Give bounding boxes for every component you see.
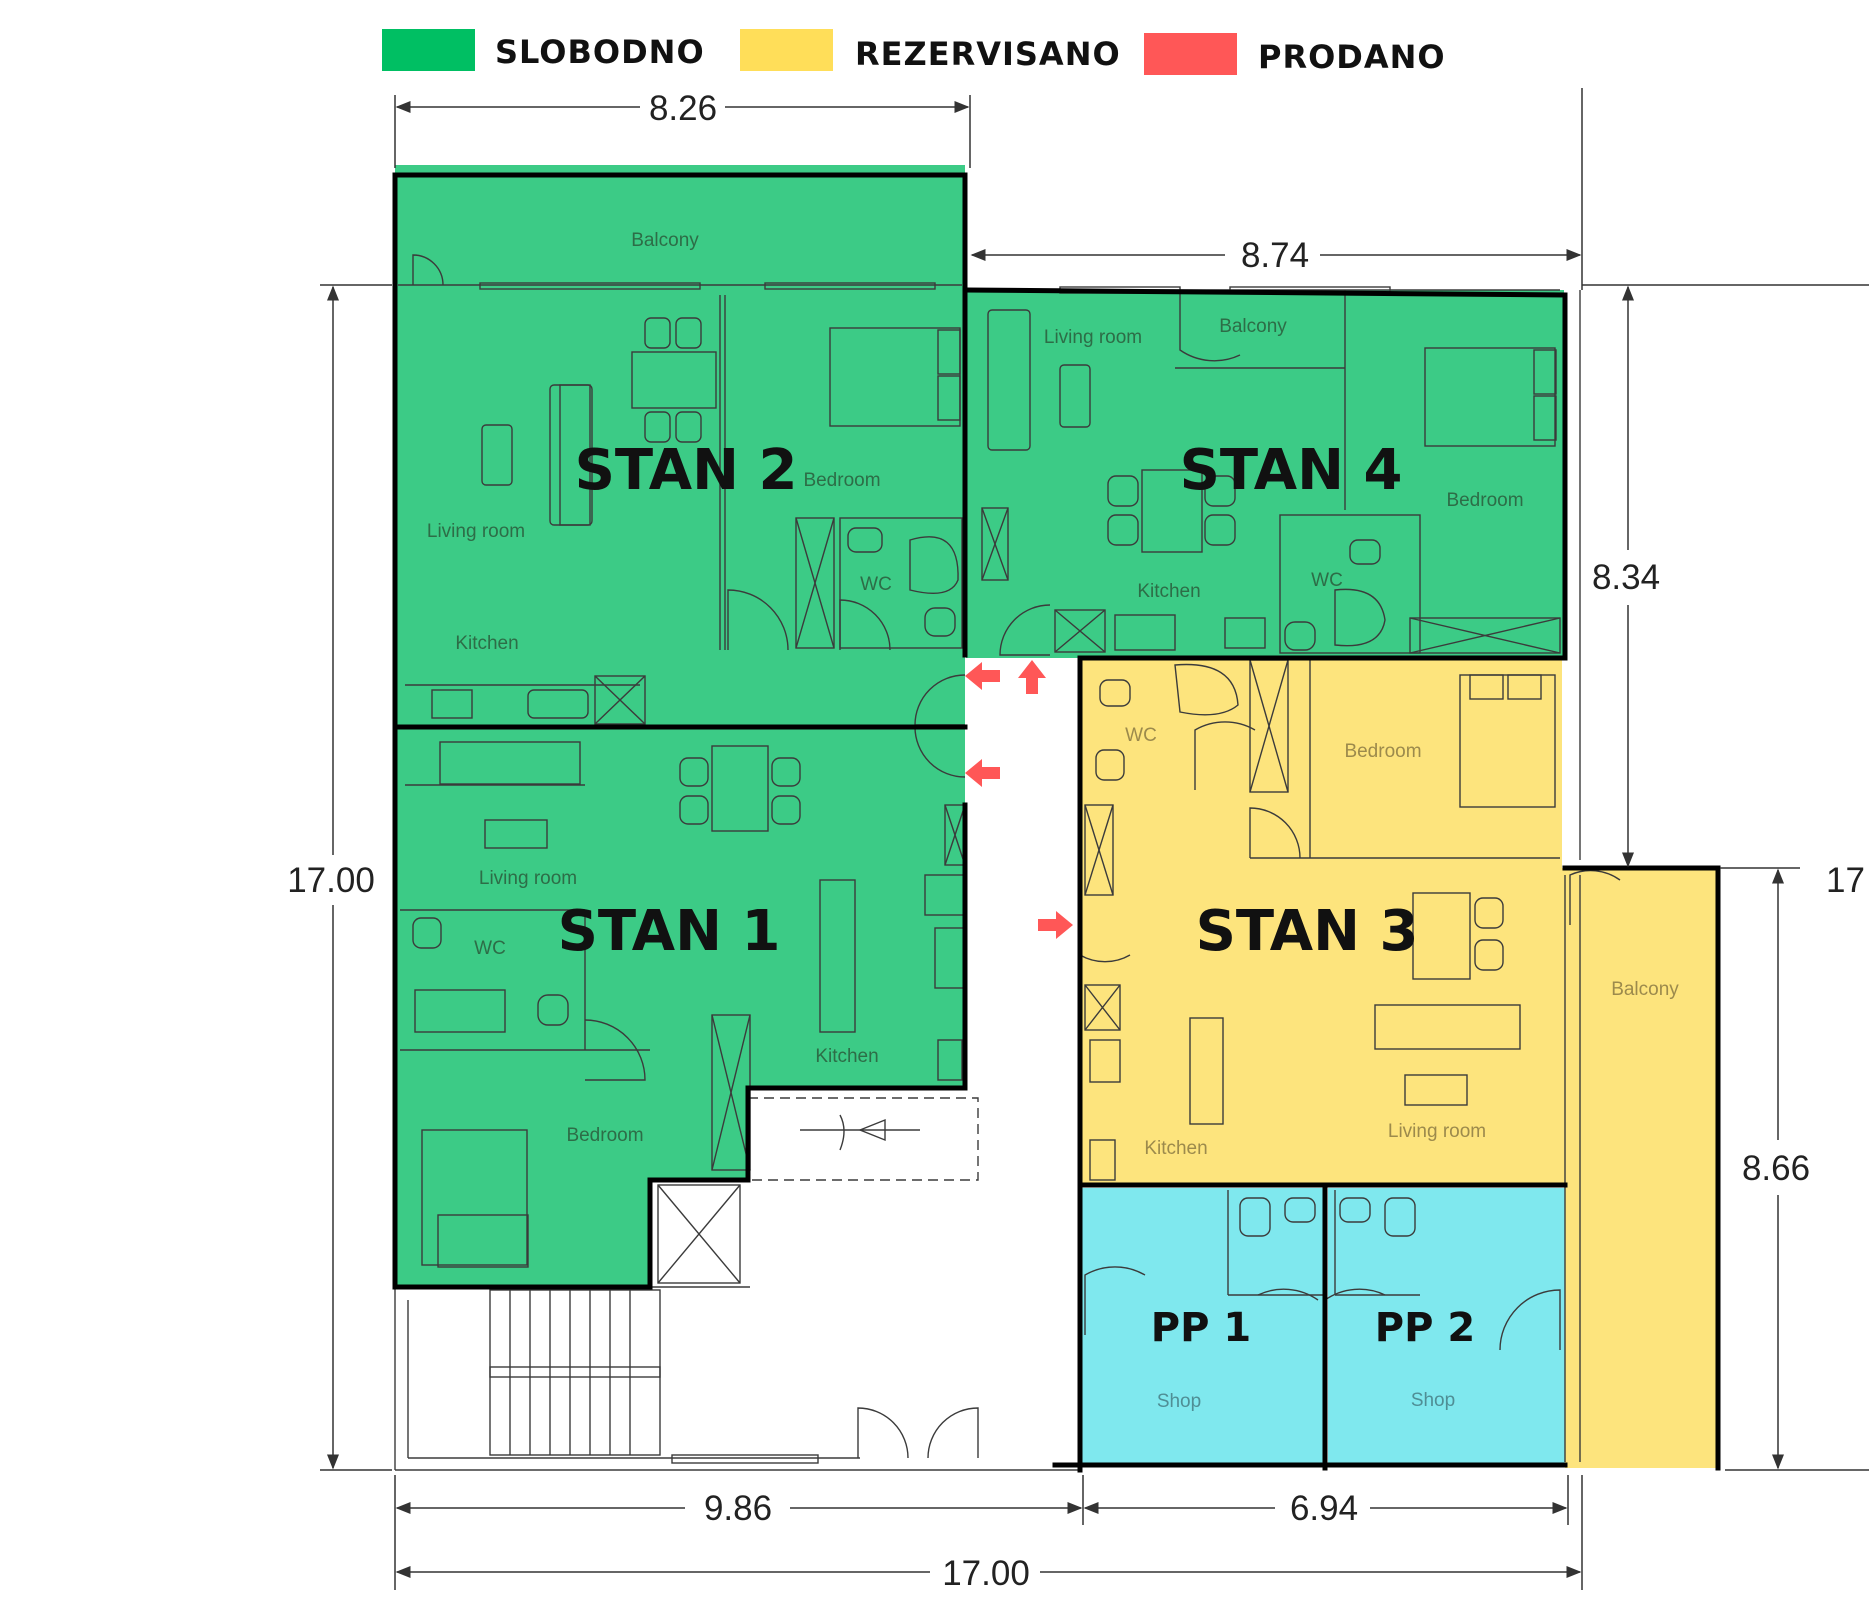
room-label-stan2-wc: WC: [860, 574, 892, 595]
pp1-area[interactable]: [1080, 1188, 1323, 1466]
room-label-stan3-wc: WC: [1125, 725, 1157, 746]
dim-bottom-right-width: 6.94: [1290, 1489, 1358, 1528]
room-label-stan4-balcony: Balcony: [1219, 316, 1287, 337]
stan4-area[interactable]: [966, 290, 1564, 658]
dimension-lines: [320, 88, 1869, 1590]
room-label-stan2-balcony: Balcony: [631, 230, 699, 251]
dim-left-height: 17.00: [287, 861, 375, 900]
room-labels: Balcony Bedroom Living room WC Kitchen L…: [427, 230, 1679, 1412]
room-label-stan4-living: Living room: [1044, 327, 1142, 348]
dim-right-lower-height: 8.66: [1742, 1149, 1810, 1188]
unit-label-pp2[interactable]: PP 2: [1375, 1305, 1475, 1351]
room-label-stan3-kitchen: Kitchen: [1144, 1138, 1207, 1159]
stan1-area[interactable]: [395, 727, 965, 1287]
unit-label-stan2[interactable]: STAN 2: [575, 438, 798, 503]
room-label-stan4-kitchen: Kitchen: [1137, 581, 1200, 602]
legend-swatch-sold: [1144, 33, 1237, 75]
room-label-stan1-wc: WC: [474, 938, 506, 959]
dim-right-upper-height: 8.34: [1592, 558, 1660, 597]
unit-labels: STAN 2 STAN 4 STAN 1 STAN 3 PP 1 PP 2: [558, 438, 1476, 1351]
legend-label-sold: PRODANO: [1258, 38, 1446, 76]
room-label-stan1-kitchen: Kitchen: [815, 1046, 878, 1067]
entrance-arrow-stan4: [1018, 660, 1046, 694]
entrance-arrows: [965, 660, 1073, 939]
entrance-arrow-stan3: [1038, 911, 1073, 939]
room-label-stan4-wc: WC: [1311, 570, 1343, 591]
plan-linework: [394, 254, 1621, 1471]
legend-label-free: SLOBODNO: [495, 33, 705, 71]
room-label-stan4-bedroom: Bedroom: [1446, 490, 1523, 511]
entrance-arrow-stan2: [965, 662, 1000, 690]
room-label-stan2-living: Living room: [427, 521, 525, 542]
room-label-pp2-shop: Shop: [1411, 1390, 1455, 1411]
unit-label-stan1[interactable]: STAN 1: [558, 899, 781, 964]
legend-swatch-free: [382, 29, 475, 71]
room-label-stan2-bedroom: Bedroom: [803, 470, 880, 491]
entrance-arrow-stan1: [965, 759, 1000, 787]
dim-top-right-width: 8.74: [1241, 236, 1309, 275]
unit-label-stan3[interactable]: STAN 3: [1196, 899, 1419, 964]
stan3-area[interactable]: [1080, 660, 1718, 1468]
room-label-stan2-kitchen: Kitchen: [455, 633, 518, 654]
dimension-labels: 8.26 8.74 17.00 8.34 8.66 17 9.86 6.94 1…: [287, 89, 1865, 1593]
unit-label-stan4[interactable]: STAN 4: [1180, 438, 1403, 503]
room-label-pp1-shop: Shop: [1157, 1391, 1201, 1412]
unit-fills: [395, 165, 1718, 1468]
dim-bottom-left-width: 9.86: [704, 1489, 772, 1528]
room-label-stan3-living: Living room: [1388, 1121, 1486, 1142]
walls: [392, 172, 1721, 1473]
legend-swatch-reserved: [740, 29, 833, 71]
legend-label-reserved: REZERVISANO: [855, 35, 1121, 73]
room-label-stan1-living: Living room: [479, 868, 577, 889]
unit-label-pp1[interactable]: PP 1: [1151, 1305, 1251, 1351]
room-label-stan1-bedroom: Bedroom: [566, 1125, 643, 1146]
pp2-area[interactable]: [1328, 1188, 1565, 1466]
dim-top-left-width: 8.26: [649, 89, 717, 128]
dim-far-right-height: 17: [1826, 861, 1865, 900]
dim-bottom-total-width: 17.00: [942, 1554, 1030, 1593]
room-label-stan3-balcony: Balcony: [1611, 979, 1679, 1000]
room-label-stan3-bedroom: Bedroom: [1344, 741, 1421, 762]
stan2-area[interactable]: [395, 165, 965, 725]
legend: SLOBODNO REZERVISANO PRODANO: [382, 29, 1446, 76]
